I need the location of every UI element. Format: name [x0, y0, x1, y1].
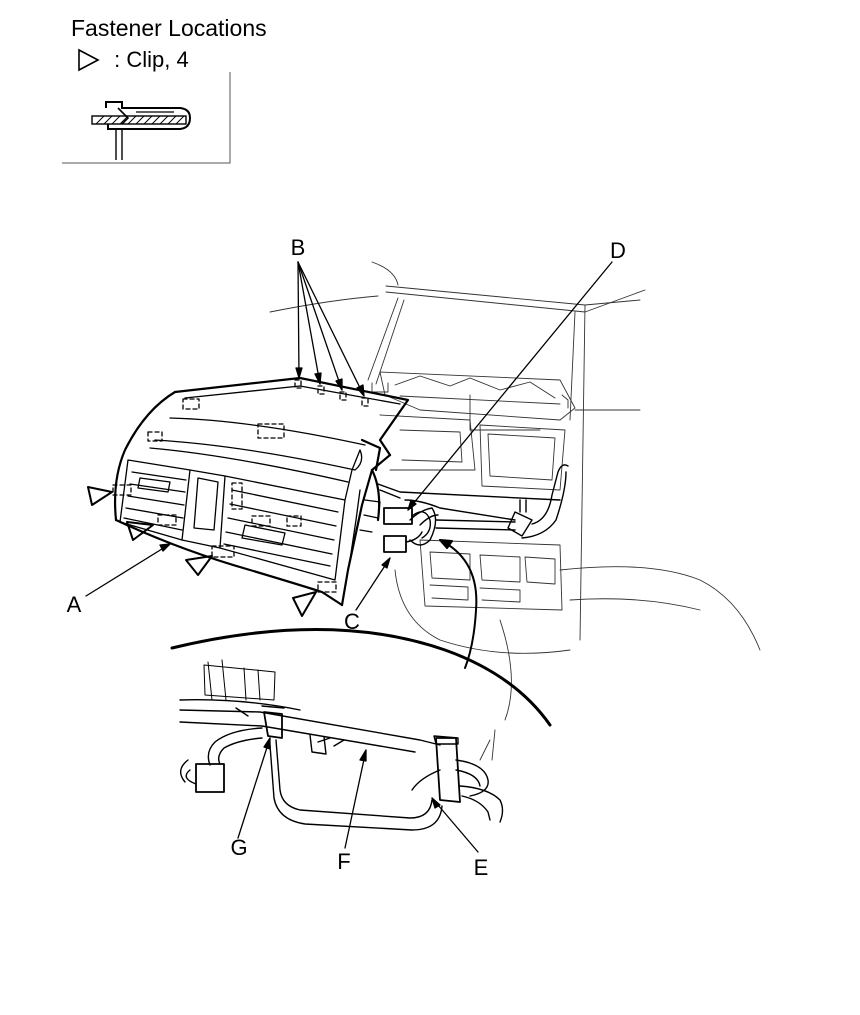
hollow-triangle-icon	[76, 46, 102, 74]
callout-e: E	[473, 855, 489, 880]
clip-triangle-markers	[87, 486, 317, 617]
fastener-locations-title: Fastener Locations	[71, 15, 267, 41]
callout-leaders	[85, 261, 613, 853]
callout-c: C	[344, 609, 360, 634]
center-vent-panel	[113, 376, 410, 607]
clip-legend: : Clip, 4	[76, 46, 189, 74]
detail-connector	[195, 763, 225, 793]
callout-g: G	[230, 835, 248, 860]
detail-pointer	[439, 539, 478, 669]
callout-d: D	[610, 238, 626, 263]
clip-legend-label: : Clip, 4	[114, 47, 189, 72]
callout-f: F	[337, 849, 351, 874]
clip-marker-1-icon	[87, 486, 113, 506]
clip-marker-4-icon	[292, 591, 317, 617]
clip-detail-inset	[62, 72, 231, 164]
clip-marker-2-icon	[126, 521, 154, 541]
clip-cross-section-icon	[91, 101, 192, 160]
connector-c	[383, 535, 407, 553]
dashboard-background	[269, 261, 761, 761]
detail-harness	[179, 659, 504, 831]
callout-b: B	[290, 235, 306, 260]
hidden-clip-outlines	[112, 379, 369, 593]
callout-a: A	[66, 592, 82, 617]
clip-marker-3-icon	[185, 555, 213, 576]
detail-view	[170, 628, 552, 727]
wire-harness	[377, 464, 569, 553]
vent-panel-details	[119, 385, 401, 581]
